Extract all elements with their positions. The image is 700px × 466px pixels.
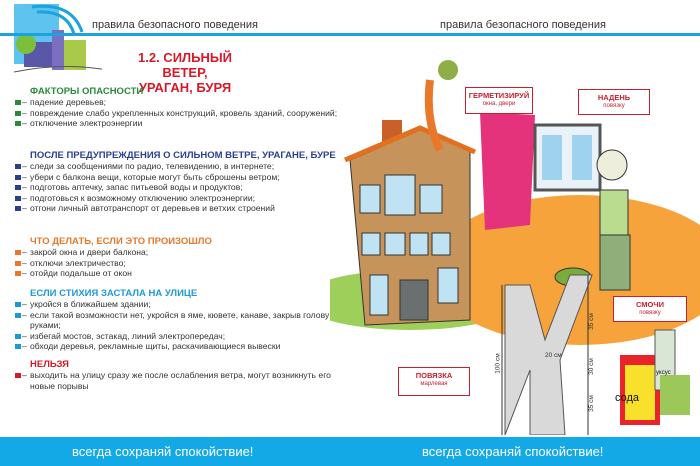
list-item: если такой возможности нет, укройся в ям… — [14, 310, 344, 331]
list-item: отключение электроэнергии — [14, 118, 344, 129]
page-title: 1.2. СИЛЬНЫЙ ВЕТЕР, УРАГАН, БУРЯ — [130, 50, 240, 95]
footer-right: всегда сохраняй спокойствие! — [422, 444, 604, 459]
dim-height: 100 см — [494, 353, 502, 374]
list-item: обходи деревья, рекламные щиты, раскачив… — [14, 341, 344, 352]
label-wear-main: НАДЕНЬ — [597, 93, 631, 102]
dim-width: 20 см — [545, 352, 562, 359]
section-heading: ЕСЛИ СТИХИЯ ЗАСТАЛА НА УЛИЦЕ — [30, 288, 198, 299]
window-icon — [533, 123, 602, 192]
storm-city-logo — [13, 4, 102, 73]
dim-top: 35 см — [587, 313, 595, 330]
header-rule-right — [350, 33, 700, 36]
label-seal-sub: окна, двери — [482, 101, 516, 107]
title-line-1: 1.2. СИЛЬНЫЙ ВЕТЕР, — [138, 50, 232, 80]
list-item: избегай мостов, эстакад, линий электропе… — [14, 331, 344, 342]
section-heading: ЧТО ДЕЛАТЬ, ЕСЛИ ЭТО ПРОИЗОШЛО — [30, 236, 212, 247]
list-item: падение деревьев; — [14, 97, 344, 108]
title-line-2: УРАГАН, БУРЯ — [138, 80, 232, 95]
person-icon — [596, 149, 631, 291]
house-icon — [344, 120, 476, 326]
section-heading: ФАКТОРЫ ОПАСНОСТИ — [30, 86, 144, 97]
list-item: укройся в ближайшем здании; — [14, 299, 344, 310]
label-wet-sub: повязку — [639, 310, 661, 316]
parrot-icon — [424, 60, 458, 152]
header-left: правила безопасного поведения — [92, 19, 258, 31]
header-rule-left — [0, 33, 350, 36]
list-item: следи за сообщениями по радио, телевиден… — [14, 161, 344, 172]
section-heading: НЕЛЬЗЯ — [30, 359, 69, 370]
list-item: подготовься к возможному отключению элек… — [14, 193, 344, 204]
curtain-icon — [480, 112, 535, 230]
soda-label: сода — [615, 392, 640, 404]
header-right: правила безопасного поведения — [440, 19, 606, 31]
vinegar-label: уксус — [656, 370, 671, 376]
label-wet-main: СМОЧИ — [635, 300, 665, 309]
list-item: отключи электричество; — [14, 258, 344, 269]
list-item: отгони личный автотранспорт от деревьев … — [14, 203, 344, 214]
label-wear-sub: повязку — [603, 103, 625, 109]
vinegar-bottle-icon — [654, 329, 690, 415]
dim-middle: 30 см — [587, 358, 595, 375]
label-bandage-sub: марлевая — [420, 381, 448, 387]
dim-bottom: 35 см — [587, 395, 595, 412]
footer-bar — [0, 437, 700, 466]
section-heading: ПОСЛЕ ПРЕДУПРЕЖДЕНИЯ О СИЛЬНОМ ВЕТРЕ, УР… — [30, 150, 336, 161]
list-item: выходить на улицу сразу же после ослабле… — [14, 370, 344, 391]
label-bandage-main: ПОВЯЗКА — [415, 371, 453, 380]
label-seal-main: ГЕРМЕТИЗИРУЙ — [468, 91, 530, 100]
list-item: закрой окна и двери балкона; — [14, 247, 344, 258]
list-item: повреждение слабо укрепленных конструкци… — [14, 108, 344, 119]
footer-left: всегда сохраняй спокойствие! — [72, 444, 254, 459]
bandage-diagram — [501, 274, 593, 435]
list-item: отойди подальше от окон — [14, 268, 344, 279]
soda-box-icon — [620, 355, 660, 425]
section-1: ПОСЛЕ ПРЕДУПРЕЖДЕНИЯ О СИЛЬНОМ ВЕТРЕ, УР… — [14, 150, 344, 214]
list-item: подготовь аптечку, запас питьевой воды и… — [14, 182, 344, 193]
list-item: убери с балкона вещи, которые могут быть… — [14, 172, 344, 183]
